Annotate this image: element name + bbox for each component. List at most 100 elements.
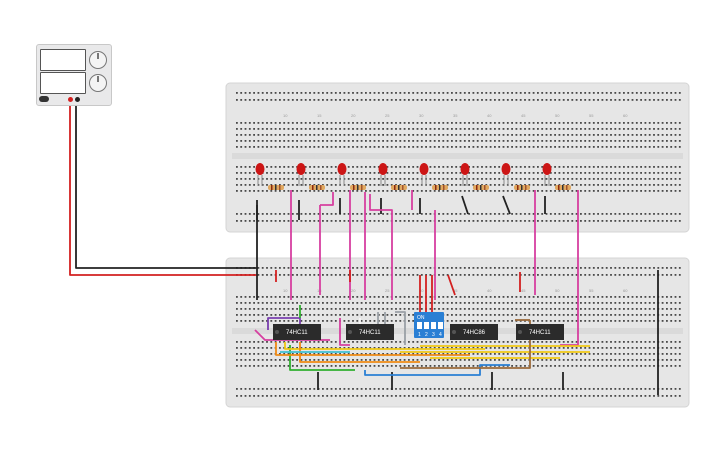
column-number: 45	[521, 288, 526, 293]
resistor-band	[517, 185, 519, 190]
resistor-band	[357, 185, 359, 190]
wires[interactable]	[69, 104, 659, 395]
dip-switch-toggle-2[interactable]	[424, 322, 429, 329]
led[interactable]	[378, 163, 388, 175]
led[interactable]	[296, 163, 306, 175]
resistor-band	[312, 185, 314, 190]
positive-terminal-icon[interactable]	[68, 97, 73, 102]
led-signal-wire[interactable]	[560, 190, 579, 346]
column-number: 50	[555, 288, 560, 293]
column-number: 10	[283, 288, 288, 293]
resistor-band	[320, 185, 322, 190]
resistor-band	[443, 185, 445, 190]
led[interactable]	[542, 163, 552, 175]
resistor-band	[394, 185, 396, 190]
power-button[interactable]	[39, 96, 49, 102]
resistor-band	[562, 185, 564, 190]
led-signal-wire[interactable]	[369, 194, 393, 300]
resistor-band	[275, 185, 277, 190]
dip-switch-pos-3: 3	[432, 332, 435, 338]
led[interactable]	[337, 163, 347, 175]
negative-terminal-icon[interactable]	[75, 97, 80, 102]
column-number: 25	[385, 113, 390, 118]
column-number: 35	[453, 288, 458, 293]
led[interactable]	[501, 163, 511, 175]
resistor-band	[316, 185, 318, 190]
dip-switch-pos-2: 2	[425, 332, 428, 338]
ic-chip-3-label: 74HC86	[463, 330, 486, 336]
led[interactable]	[419, 163, 429, 175]
column-number: 10	[283, 113, 288, 118]
resistor-band	[279, 185, 281, 190]
resistor-band	[398, 185, 400, 190]
logic-wire[interactable]	[267, 317, 301, 330]
dip-switch[interactable]: ON 1 2 3 4	[414, 312, 444, 338]
column-number: 20	[351, 113, 356, 118]
resistor-band	[353, 185, 355, 190]
dip-switch-toggle-1[interactable]	[417, 322, 422, 329]
column-number: 45	[521, 113, 526, 118]
logic-wire[interactable]	[299, 342, 420, 363]
breadboard-holes	[236, 92, 681, 397]
logic-wire[interactable]	[364, 364, 510, 376]
voltage-display	[40, 49, 86, 71]
column-number: 30	[419, 288, 424, 293]
resistor-band	[521, 185, 523, 190]
column-number: 40	[487, 288, 492, 293]
logic-wire[interactable]	[395, 311, 406, 345]
voltage-knob-icon[interactable]	[89, 51, 107, 69]
vcc-wire[interactable]	[447, 274, 456, 296]
column-number: 55	[589, 288, 594, 293]
column-number: 20	[351, 288, 356, 293]
ic-chip-4[interactable]: 74HC11	[516, 324, 564, 340]
dip-switch-toggle-4[interactable]	[438, 322, 443, 329]
column-number: 15	[317, 113, 322, 118]
column-number: 60	[623, 288, 628, 293]
breadboard-column-numbers: 1010151520202525303035354040454550505555…	[283, 113, 628, 293]
ic-chip-2[interactable]: 74HC11	[346, 324, 394, 340]
led-signal-wire[interactable]	[320, 192, 334, 206]
breadboard-top-channel	[232, 153, 683, 159]
resistor-band	[525, 185, 527, 190]
led[interactable]	[255, 163, 265, 175]
column-number: 35	[453, 113, 458, 118]
logic-wire[interactable]	[284, 342, 485, 350]
resistor-band	[402, 185, 404, 190]
resistor-band	[271, 185, 273, 190]
dip-switch-toggle-3[interactable]	[431, 322, 436, 329]
column-number: 55	[589, 113, 594, 118]
ic-chip-1-label: 74HC11	[286, 330, 308, 336]
dip-switch-label: ON	[417, 315, 425, 321]
resistor-band	[439, 185, 441, 190]
column-number: 40	[487, 113, 492, 118]
resistor-band	[566, 185, 568, 190]
ic-chip-3[interactable]: 74HC86	[450, 324, 498, 340]
ic-chip-2-label: 74HC11	[359, 330, 381, 336]
resistor-band	[558, 185, 560, 190]
resistor-row[interactable]	[268, 185, 571, 190]
resistor-band	[476, 185, 478, 190]
resistor-band	[480, 185, 482, 190]
led-row[interactable]	[255, 163, 552, 186]
column-number: 25	[385, 288, 390, 293]
logic-wire[interactable]	[275, 342, 470, 356]
ic-chip-1[interactable]: 74HC11	[273, 324, 321, 340]
logic-wire[interactable]	[289, 345, 355, 371]
power-wire-positive[interactable]	[69, 104, 258, 276]
column-number: 60	[623, 113, 628, 118]
column-number: 30	[419, 113, 424, 118]
dip-switch-pos-4: 4	[439, 332, 442, 338]
power-wire-negative[interactable]	[75, 104, 258, 269]
current-display	[40, 72, 86, 94]
led-signal-wire[interactable]	[339, 318, 350, 346]
ground-wire[interactable]	[502, 195, 511, 215]
bench-power-supply[interactable]	[36, 44, 112, 106]
resistor-band	[435, 185, 437, 190]
ground-wire[interactable]	[461, 195, 469, 215]
resistor-band	[484, 185, 486, 190]
resistor-band	[361, 185, 363, 190]
column-number: 50	[555, 113, 560, 118]
led[interactable]	[460, 163, 470, 175]
current-knob-icon[interactable]	[89, 74, 107, 92]
